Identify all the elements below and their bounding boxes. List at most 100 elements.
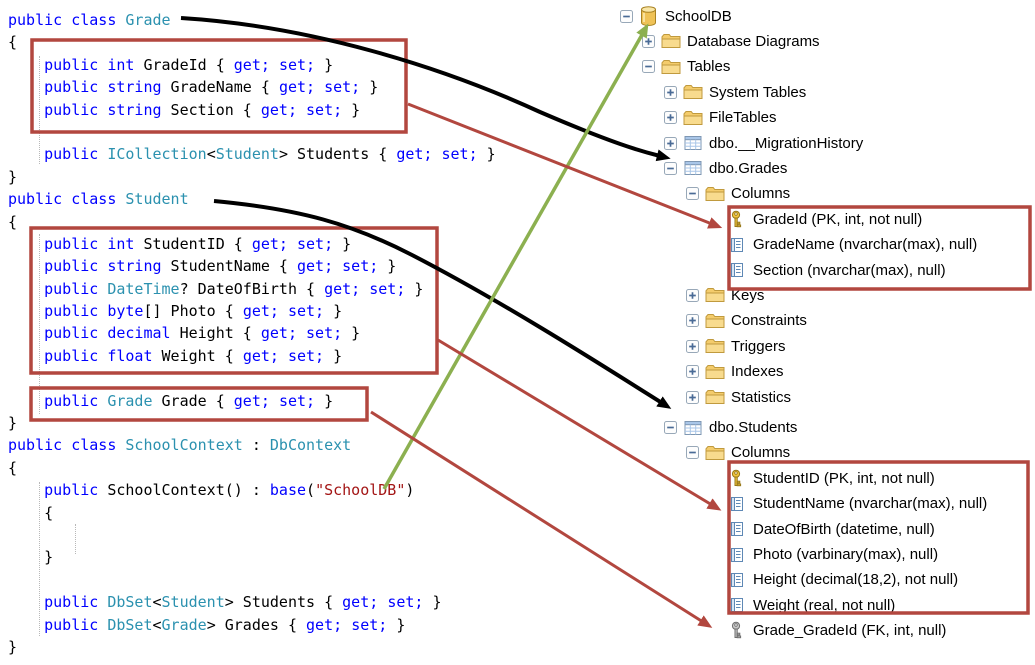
code-line[interactable]: } [8,546,548,568]
folder-icon [660,30,681,52]
code-token: public [8,11,63,29]
expand-expander-icon[interactable] [664,136,677,150]
tree-indent-spacer [708,213,721,226]
code-line[interactable]: public DbSet<Grade> Grades { get; set; } [8,614,548,636]
tree-item-weight-real-not-null[interactable]: Weight (real, not null) [708,594,895,616]
tree-item-height-decimal-18-2-not-null[interactable]: Height (decimal(18,2), not null) [708,569,958,591]
expand-expander-icon[interactable] [642,34,655,48]
collapse-expander-icon[interactable] [664,421,677,434]
tree-item-system-tables[interactable]: System Tables [664,81,806,103]
table-icon [682,417,703,439]
tree-indent-spacer [708,599,721,612]
tree-indent-spacer [708,264,721,277]
tree-item-label: dbo.Students [709,419,798,436]
code-token: DbContext [269,436,352,455]
code-token: { [8,33,18,52]
tree-item-columns[interactable]: Columns [686,183,790,205]
expand-expander-icon[interactable] [686,288,699,302]
code-token: class [71,11,117,29]
tree-item-columns[interactable]: Columns [686,442,790,464]
code-token: < [152,593,162,612]
tree-item-gradeid-pk-int-not-null[interactable]: GradeId (PK, int, not null) [708,208,922,230]
tree-item-label: dbo.__MigrationHistory [709,134,864,152]
code-token: } [8,548,54,567]
code-token: public [44,615,99,634]
code-token: Student [125,190,189,209]
tree-item-schooldb[interactable]: SchoolDB [620,5,732,27]
code-line[interactable]: { [8,502,548,524]
tree-item-label: Constraints [731,312,807,330]
table-icon [682,132,703,154]
collapse-expander-icon[interactable] [664,161,677,175]
tree-item-constraints[interactable]: Constraints [686,310,807,332]
code-line[interactable]: { [8,31,548,53]
tree-item-dateofbirth-datetime-null[interactable]: DateOfBirth (datetime, null) [708,518,935,540]
tree-item-section-nvarchar-max-null[interactable]: Section (nvarchar(max), null) [708,259,946,281]
tree-item-label: StudentID (PK, int, not null) [753,469,935,487]
tree-item-label: System Tables [709,83,807,101]
tree-item-label: GradeId (PK, int, not null) [753,210,923,228]
code-line[interactable]: } [8,636,548,658]
tree-item-label: SchoolDB [665,7,732,25]
folder-icon [704,386,725,408]
code-token: : [242,436,270,455]
expand-expander-icon[interactable] [664,85,677,99]
tree-item-dbo-grades[interactable]: dbo.Grades [664,157,787,179]
tree-indent-spacer [708,238,721,251]
tree-item-label: Columns [731,444,791,462]
tree-item-photo-varbinary-max-null[interactable]: Photo (varbinary(max), null) [708,544,938,566]
folder-icon [704,442,725,464]
tree-item-statistics[interactable]: Statistics [686,386,791,408]
collapse-expander-icon[interactable] [686,446,699,460]
tree-item-label: Weight (real, not null) [753,596,896,614]
primary-key-icon [726,208,747,230]
code-line[interactable]: { [8,457,548,479]
tree-item-label: dbo.Grades [709,159,788,177]
tree-item-tables[interactable]: Tables [642,56,730,78]
tree-item-filetables[interactable]: FileTables [664,107,777,129]
tree-item-keys[interactable]: Keys [686,284,764,306]
code-line[interactable]: public class Grade [8,9,548,31]
code-token: class [71,436,117,455]
code-line[interactable]: } [8,412,548,434]
code-token: { [8,212,18,231]
column-icon [726,544,747,566]
expand-expander-icon[interactable] [664,111,677,125]
folder-icon [704,183,725,205]
column-icon [726,234,747,256]
tree-item-studentname-nvarchar-max-null[interactable]: StudentName (nvarchar(max), null) [708,493,987,515]
code-token: { [8,458,18,477]
tree-indent-spacer [708,497,721,510]
tree-item-gradename-nvarchar-max-null[interactable]: GradeName (nvarchar(max), null) [708,234,977,256]
expand-expander-icon[interactable] [686,314,699,328]
tree-item-label: Section (nvarchar(max), null) [753,261,946,279]
code-line[interactable]: public class SchoolContext : DbContext [8,434,548,456]
code-token: public [8,190,63,209]
tree-item-label: StudentName (nvarchar(max), null) [753,495,988,513]
tree-item-label: Statistics [731,388,792,406]
tree-item-dbo-migrationhistory[interactable]: dbo.__MigrationHistory [664,132,863,154]
tree-item-indexes[interactable]: Indexes [686,361,784,383]
code-token: ( [306,481,316,500]
tree-item-studentid-pk-int-not-null[interactable]: StudentID (PK, int, not null) [708,467,935,489]
foreign-key-icon [726,620,747,642]
code-line[interactable]: { [8,211,548,233]
tree-item-label: Database Diagrams [687,32,820,50]
collapse-expander-icon[interactable] [620,9,633,23]
tree-item-label: Photo (varbinary(max), null) [753,546,939,563]
expand-expander-icon[interactable] [686,390,699,404]
code-line[interactable]: } [8,166,548,188]
expand-expander-icon[interactable] [686,339,699,353]
database-icon [638,5,659,27]
code-token: public [44,593,99,612]
collapse-expander-icon[interactable] [642,60,655,74]
tree-item-label: Tables [687,58,731,76]
tree-item-triggers[interactable]: Triggers [686,335,785,357]
collapse-expander-icon[interactable] [686,187,699,201]
expand-expander-icon[interactable] [686,365,699,379]
tree-item-grade-gradeid-fk-int-null[interactable]: Grade_GradeId (FK, int, null) [708,620,946,642]
tree-item-database-diagrams[interactable]: Database Diagrams [642,30,820,52]
code-token: } [387,615,406,634]
code-line[interactable]: public class Student [8,188,548,210]
tree-item-dbo-students[interactable]: dbo.Students [664,417,797,439]
